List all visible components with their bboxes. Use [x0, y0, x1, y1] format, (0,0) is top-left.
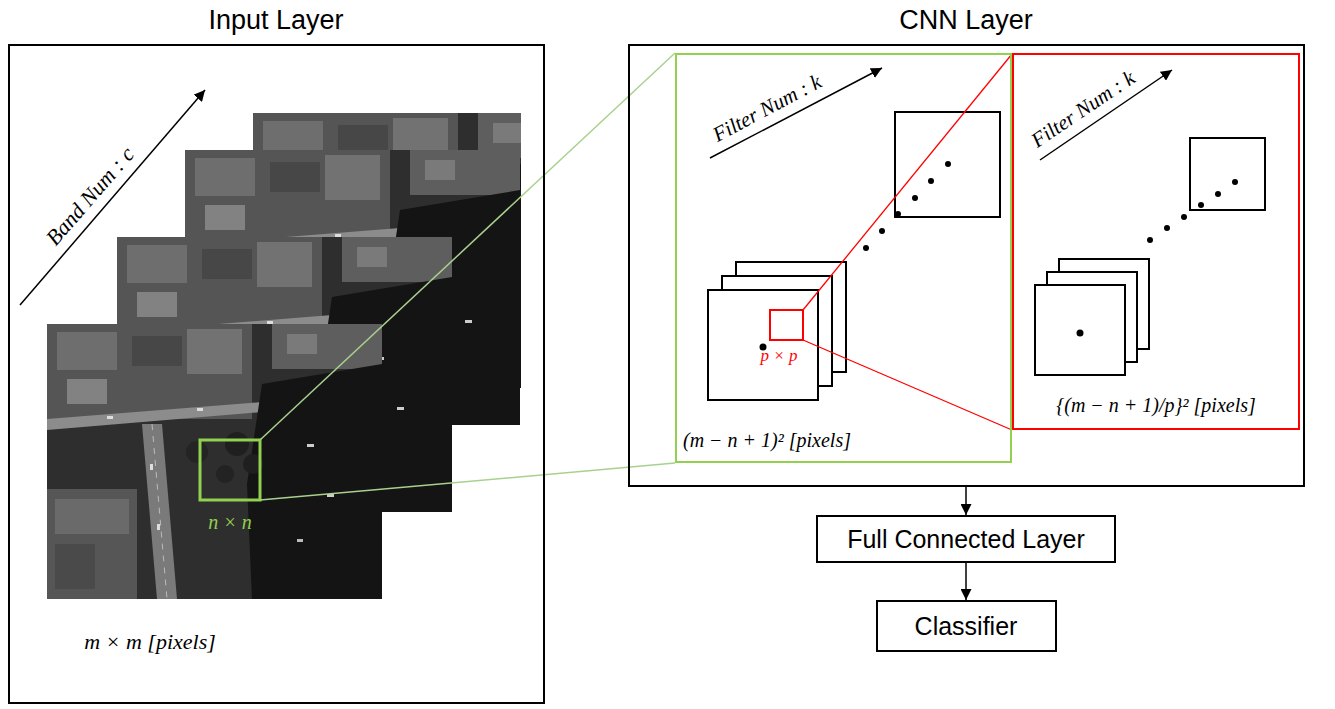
text-holder: m × m [pixels] [84, 629, 216, 654]
band-axis-arrow [20, 90, 205, 305]
text-holder: Filter Num : k [709, 69, 826, 146]
zoom-line [803, 340, 1012, 430]
zoom-line [260, 463, 675, 500]
ellipsis-dot [863, 245, 869, 251]
satellite-band [47, 324, 382, 599]
feature-map [708, 290, 818, 400]
zoom-line [260, 53, 675, 440]
pooling-window [770, 310, 803, 340]
window-square [200, 440, 260, 500]
pooled-map [1190, 138, 1265, 210]
convolution-box: Filter Num : k (m − n + 1)² [pixels] [675, 53, 1012, 463]
process-box: Full Connected Layer [816, 515, 1116, 563]
ellipsis-dot [1198, 202, 1204, 208]
text-holder: (m − n + 1)² [pixels] [683, 429, 851, 452]
box-text: m × m [pixels] [84, 629, 216, 654]
ellipsis-dot [879, 228, 885, 234]
ellipsis-dot [1164, 225, 1170, 231]
window-size-label: p × p [761, 346, 798, 366]
box-text: Classifier [915, 612, 1018, 641]
box-text: (m − n + 1)² [pixels] [683, 429, 851, 452]
ellipsis-dot [895, 211, 901, 217]
text-holder: Band Num : c [41, 142, 140, 250]
box-text: {(m − n + 1)/p}² [pixels] [1056, 394, 1256, 417]
text-holder: Full Connected Layer [847, 525, 1085, 554]
text-holder: Input Layer [208, 5, 343, 36]
zoom-line [803, 54, 1012, 310]
ellipsis-dot [928, 178, 934, 184]
box-text: Full Connected Layer [847, 525, 1085, 554]
pixel-dot [1077, 330, 1084, 337]
text-holder: Filter Num : k [1027, 66, 1140, 153]
input-layer-box: Input Layerm × m [pixels] [8, 44, 545, 704]
text-holder: {(m − n + 1)/p}² [pixels] [1056, 394, 1256, 417]
flow-arrow [965, 563, 967, 600]
text-holder: n × n [208, 511, 252, 534]
filter-axis-arrow [710, 68, 882, 158]
text-holder: CNN Layer [899, 5, 1033, 36]
filter-axis-arrow [1040, 70, 1172, 160]
pixel-dot [760, 344, 767, 351]
layer-title: Filter Num : k [1027, 66, 1140, 153]
pooling-box: Filter Num : k {(m − n + 1)/p}² [pixels] [1012, 53, 1300, 430]
pooled-map [1035, 285, 1125, 375]
process-box: Classifier [876, 600, 1057, 652]
ellipsis-dot [1181, 214, 1187, 220]
layer-title: CNN Layer [899, 5, 1033, 36]
ellipsis-dot [912, 195, 918, 201]
ellipsis-dot [1232, 179, 1238, 185]
text-holder: p × p [761, 346, 798, 366]
feature-map [895, 112, 1000, 217]
cnn-layer-box: CNN LayerFilter Num : k(m − n + 1)² [pix… [628, 44, 1305, 487]
layer-title: Filter Num : k [709, 69, 826, 146]
ellipsis-dot [945, 161, 951, 167]
text-holder: Classifier [915, 612, 1018, 641]
layer-title: Input Layer [208, 5, 343, 36]
ellipsis-dot [1215, 191, 1221, 197]
flow-arrow [965, 487, 967, 515]
window-size-label: n × n [208, 511, 252, 534]
axis-label: Band Num : c [41, 142, 140, 250]
ellipsis-dot [1147, 237, 1153, 243]
